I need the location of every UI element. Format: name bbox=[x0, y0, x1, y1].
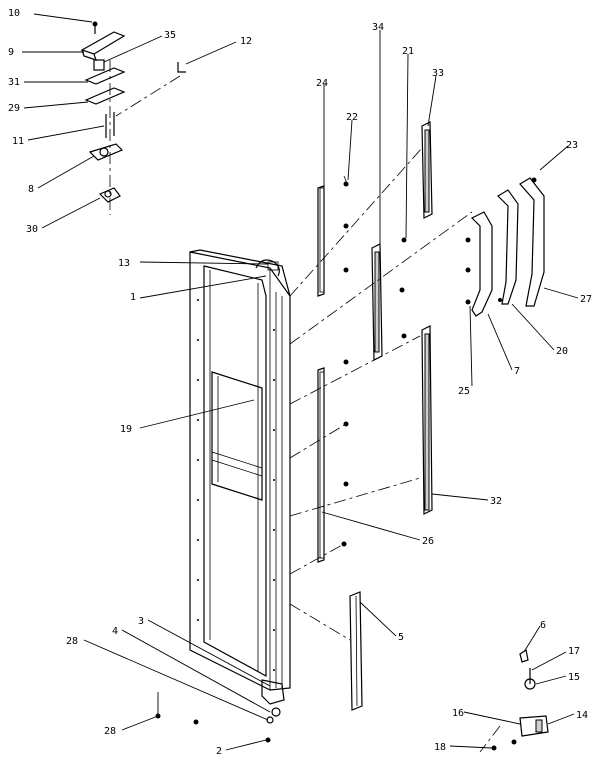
callout-32: 32 bbox=[490, 496, 502, 507]
callout-20: 20 bbox=[556, 346, 568, 357]
callout-35: 35 bbox=[164, 30, 176, 41]
wire-harness bbox=[255, 259, 280, 277]
screw-2 bbox=[265, 737, 271, 743]
callout-6: 6 bbox=[540, 620, 546, 631]
callout-23: 23 bbox=[566, 140, 578, 151]
callout-15: 15 bbox=[568, 672, 580, 683]
callout-8: 8 bbox=[28, 184, 34, 195]
top-hinge-assembly bbox=[80, 21, 126, 215]
door-panel bbox=[189, 249, 291, 724]
callout-17: 17 bbox=[568, 646, 580, 657]
strip-33 bbox=[401, 121, 433, 243]
callout-27: 27 bbox=[580, 294, 592, 305]
handle-assembly bbox=[465, 177, 545, 317]
callout-1: 1 bbox=[130, 292, 136, 303]
callout-33: 33 bbox=[432, 68, 444, 79]
callout-16: 16 bbox=[452, 708, 464, 719]
callout-30: 30 bbox=[26, 224, 38, 235]
callout-11: 11 bbox=[12, 136, 24, 147]
leader-lines bbox=[22, 13, 579, 751]
callout-24: 24 bbox=[316, 78, 328, 89]
callout-18: 18 bbox=[434, 742, 446, 753]
callout-3: 3 bbox=[138, 616, 144, 627]
callout-12: 12 bbox=[240, 36, 252, 47]
callout-7: 7 bbox=[514, 366, 520, 377]
callout-labels: 10 9 35 12 31 29 11 8 30 34 21 33 24 22 … bbox=[8, 8, 592, 757]
strip-32 bbox=[421, 325, 433, 515]
strip-5 bbox=[349, 591, 363, 711]
callout-22: 22 bbox=[346, 112, 358, 123]
callout-31: 31 bbox=[8, 77, 20, 88]
callout-14: 14 bbox=[576, 710, 588, 721]
assembly-lines bbox=[289, 147, 501, 753]
screw-2a bbox=[193, 719, 199, 725]
callout-13: 13 bbox=[118, 258, 130, 269]
callout-34: 34 bbox=[372, 22, 384, 33]
callout-26: 26 bbox=[422, 536, 434, 547]
callout-21: 21 bbox=[402, 46, 414, 57]
lower-trim-strip bbox=[317, 359, 349, 563]
callout-9: 9 bbox=[8, 47, 14, 58]
callout-4: 4 bbox=[112, 626, 118, 637]
callout-2: 2 bbox=[216, 746, 222, 757]
callout-29: 29 bbox=[8, 103, 20, 114]
callout-28-b: 28 bbox=[104, 726, 116, 737]
callout-25: 25 bbox=[458, 386, 470, 397]
top-trim-strip bbox=[317, 175, 349, 297]
callout-5: 5 bbox=[398, 632, 404, 643]
bottom-hinge-assembly bbox=[491, 649, 549, 751]
screw-12 bbox=[115, 62, 186, 117]
callout-19: 19 bbox=[120, 424, 132, 435]
callout-10: 10 bbox=[8, 8, 20, 19]
callout-28-a: 28 bbox=[66, 636, 78, 647]
strip-34 bbox=[371, 243, 407, 361]
